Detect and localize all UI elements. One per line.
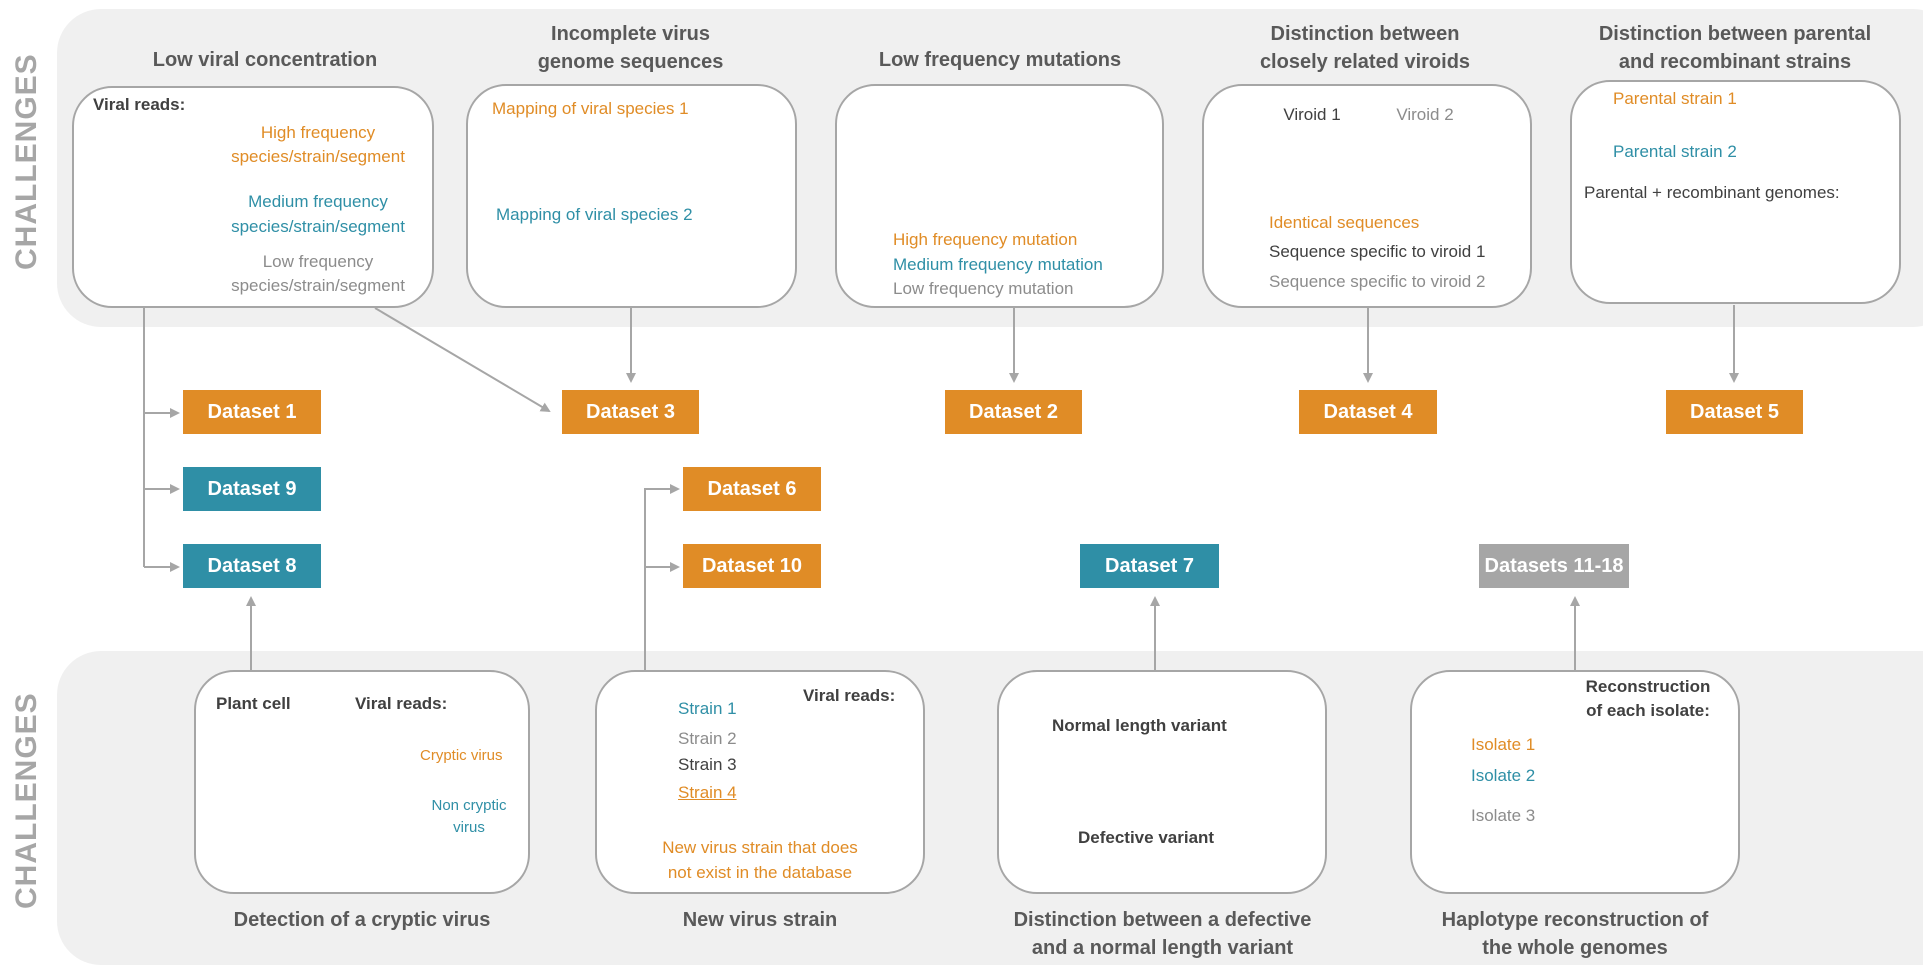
bp2-strain4: Strain 4 [678,783,737,802]
dataset-10: Dataset 10 [683,544,821,588]
bp1-cryptic-label: Cryptic virus [420,747,503,764]
p3-high-legend: High frequency mutation [893,230,1078,249]
bp4-isolate2: Isolate 2 [1471,766,1536,785]
p5-title-line2: and recombinant strains [1618,51,1852,73]
dataset-7: Dataset 7 [1080,544,1219,588]
panel-incomplete-genomes [466,84,797,308]
p1-high-label-1: High frequency [260,123,376,142]
bp3-title-line1: Distinction between a defective [1013,909,1312,931]
bp1-viral-reads-label: Viral reads: [355,694,448,713]
p1-med-label-1: Medium frequency [248,192,388,211]
bp3-normal-label: Normal length variant [1052,716,1227,735]
bp4-isolate1: Isolate 1 [1471,735,1536,754]
p4-legend-viroid2: Sequence specific to viroid 2 [1269,272,1486,291]
p5-parental-recombinant-label: Parental + recombinant genomes: [1584,183,1840,202]
p5-parental2-label: Parental strain 2 [1613,142,1737,161]
p3-low-legend: Low frequency mutation [893,279,1074,298]
p2-title-line2: genome sequences [537,51,724,73]
bp2-note-line2: not exist in the database [667,863,853,882]
dataset-6: Dataset 6 [683,467,821,511]
bp2-note-line1: New virus strain that does [662,838,858,857]
p1-title: Low viral concentration [152,49,378,71]
p5-parental1-label: Parental strain 1 [1613,89,1737,108]
bp2-strain1: Strain 1 [678,699,737,718]
bp1-title: Detection of a cryptic virus [233,909,491,931]
bp4-title-line1: Haplotype reconstruction of [1441,909,1709,931]
p2-title-line1: Incomplete virus [551,23,710,45]
p1-viral-reads-label: Viral reads: [93,95,186,114]
bp3-title-line2: and a normal length variant [1031,937,1294,959]
p1-high-label-2: species/strain/segment [231,147,405,166]
bp2-title: New virus strain [682,909,838,931]
p2-map1-label: Mapping of viral species 1 [492,99,689,118]
panel-new-virus-strain [595,670,925,894]
dataset-2: Dataset 2 [945,390,1082,434]
dataset-3: Dataset 3 [562,390,699,434]
bp1-noncryptic-label-2: virus [453,819,485,836]
p3-title: Low frequency mutations [878,49,1122,71]
p1-med-label-2: species/strain/segment [231,217,405,236]
p1-low-label-1: Low frequency [262,252,374,271]
p3-med-legend: Medium frequency mutation [893,255,1103,274]
bp3-defective-label: Defective variant [1078,828,1215,847]
bp4-reconstruction-line2: of each isolate: [1586,701,1710,720]
bp2-strain2: Strain 2 [678,729,737,748]
p4-legend-viroid1: Sequence specific to viroid 1 [1269,242,1486,261]
p4-viroid2-label: Viroid 2 [1396,105,1454,124]
bp1-plant-cell-label: Plant cell [216,694,291,713]
bp4-isolate3: Isolate 3 [1471,806,1536,825]
dataset-8: Dataset 8 [183,544,321,588]
dataset-9: Dataset 9 [183,467,321,511]
bp2-strain3: Strain 3 [678,755,737,774]
p1-low-label-2: species/strain/segment [231,276,405,295]
connector-lines [143,305,1739,670]
p5-title-line1: Distinction between parental [1598,23,1872,45]
p2-map2-label: Mapping of viral species 2 [496,205,693,224]
p4-legend-identical: Identical sequences [1269,213,1420,232]
p4-title-line1: Distinction between [1270,23,1460,45]
dataset-5: Dataset 5 [1666,390,1803,434]
panel-cryptic-virus [194,670,530,894]
datasets-11-18: Datasets 11-18 [1479,544,1629,588]
p4-title-line2: closely related viroids [1259,51,1471,73]
dataset-4: Dataset 4 [1299,390,1437,434]
bp2-viral-reads-label: Viral reads: [803,686,896,705]
panel-low-frequency-mutations [835,84,1164,308]
bp4-title-line2: the whole genomes [1482,937,1668,959]
bp4-reconstruction-line1: Reconstruction [1585,677,1711,696]
bp1-noncryptic-label-1: Non cryptic [431,797,507,814]
panel-haplotype-reconstruction [1410,670,1740,894]
dataset-1: Dataset 1 [183,390,321,434]
panel-parental-recombinant [1570,80,1901,304]
panel-defective-variant [997,670,1327,894]
panel-related-viroids [1202,84,1532,308]
p4-viroid1-label: Viroid 1 [1283,105,1341,124]
panel-low-viral-concentration [72,86,434,308]
